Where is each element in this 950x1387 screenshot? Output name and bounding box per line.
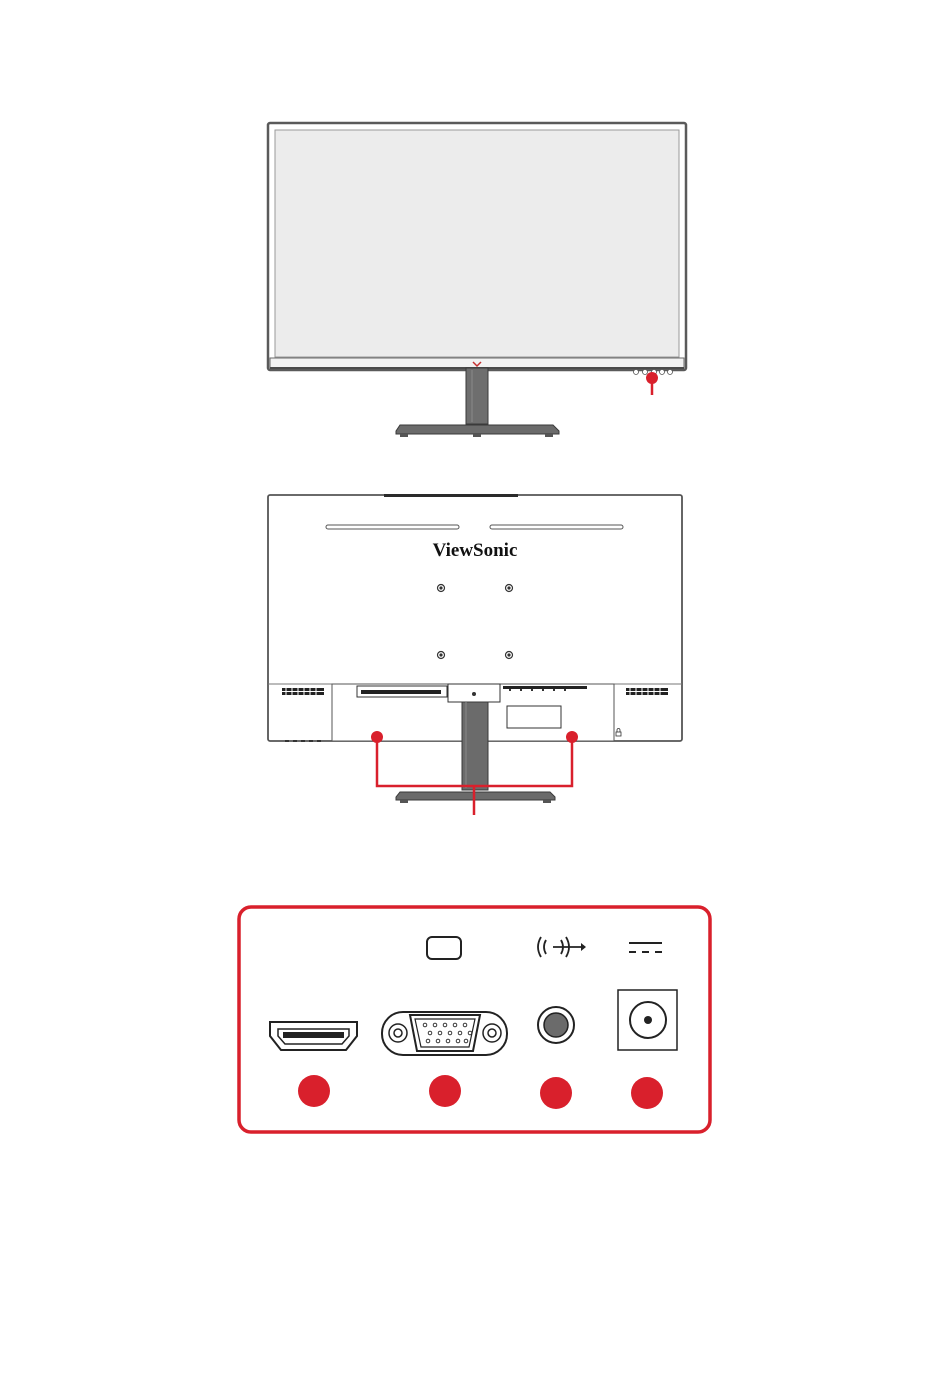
audio-jack-icon — [538, 1007, 574, 1043]
vga-symbol-icon — [427, 937, 461, 959]
hdmi-port-icon — [270, 1022, 357, 1050]
port-marker-dc-in — [631, 1077, 663, 1109]
port-marker-hdmi — [298, 1075, 330, 1107]
dc-jack-icon — [618, 990, 677, 1050]
port-marker-audio — [540, 1077, 572, 1109]
port-marker-vga — [429, 1075, 461, 1107]
vga-port-icon — [382, 1012, 507, 1055]
